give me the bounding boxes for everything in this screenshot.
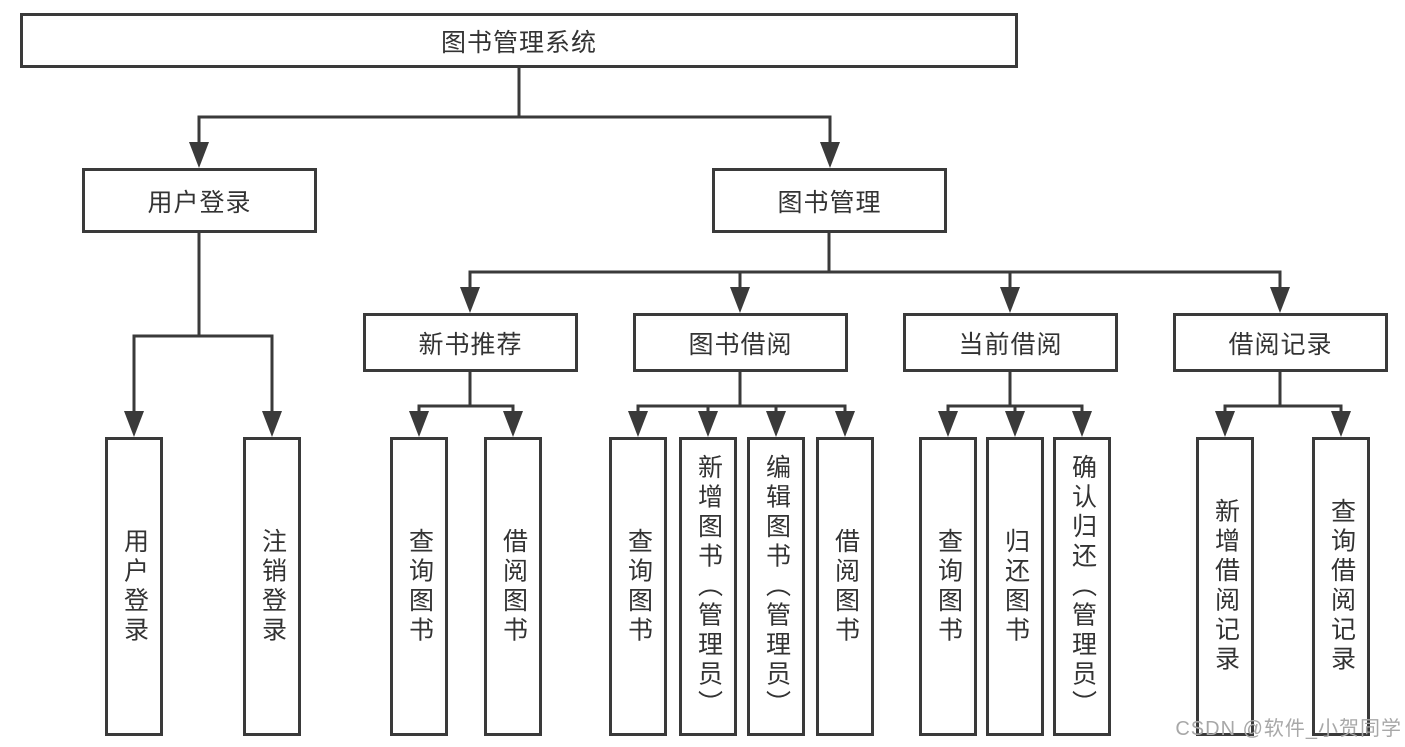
leaf-label: 查询借阅记录 (1327, 498, 1356, 675)
leaf-user-login: 用户登录 (105, 437, 163, 736)
node-book-management-branch: 图书管理 (712, 168, 947, 233)
leaf-label: 新增借阅记录 (1211, 498, 1240, 675)
node-root: 图书管理系统 (20, 13, 1018, 68)
node-borrowing-records: 借阅记录 (1173, 313, 1388, 372)
leaf-label: 注销登录 (258, 527, 287, 646)
node-label: 借阅记录 (1228, 330, 1333, 359)
leaf-label: 确认归还（管理员） (1068, 453, 1097, 720)
leaf-query-books-borrowing: 查询图书 (609, 437, 667, 736)
node-label: 新书推荐 (418, 330, 523, 359)
leaf-label: 新增图书（管理员） (694, 453, 723, 720)
leaf-label: 借阅图书 (499, 527, 528, 646)
node-label: 图书借阅 (688, 330, 793, 359)
leaf-label: 查询图书 (405, 527, 434, 646)
node-label: 用户登录 (147, 188, 252, 217)
leaf-add-books-admin: 新增图书（管理员） (679, 437, 737, 736)
node-label: 当前借阅 (958, 330, 1063, 359)
leaf-query-books-recommend: 查询图书 (390, 437, 448, 736)
node-label: 图书管理 (777, 188, 882, 217)
node-new-book-recommend: 新书推荐 (363, 313, 578, 372)
node-user-login-branch: 用户登录 (82, 168, 317, 233)
leaf-label: 归还图书 (1001, 527, 1030, 646)
watermark-text: CSDN @软件_小贺同学 (1175, 718, 1402, 740)
node-root-label: 图书管理系统 (440, 28, 597, 57)
leaf-logout: 注销登录 (243, 437, 301, 736)
leaf-query-books-current: 查询图书 (919, 437, 977, 736)
leaf-query-borrow-record: 查询借阅记录 (1312, 437, 1370, 736)
arrowheads (124, 142, 1351, 437)
leaf-label: 用户登录 (120, 527, 149, 646)
leaf-edit-books-admin: 编辑图书（管理员） (747, 437, 805, 736)
leaf-confirm-return-admin: 确认归还（管理员） (1053, 437, 1111, 736)
leaf-label: 查询图书 (624, 527, 653, 646)
node-current-borrowing: 当前借阅 (903, 313, 1118, 372)
node-book-borrowing: 图书借阅 (633, 313, 848, 372)
leaf-label: 查询图书 (934, 527, 963, 646)
leaf-label: 编辑图书（管理员） (762, 453, 791, 720)
leaf-add-borrow-record: 新增借阅记录 (1196, 437, 1254, 736)
leaf-return-books: 归还图书 (986, 437, 1044, 736)
leaf-label: 借阅图书 (831, 527, 860, 646)
leaf-borrow-books-recommend: 借阅图书 (484, 437, 542, 736)
leaf-borrow-books: 借阅图书 (816, 437, 874, 736)
